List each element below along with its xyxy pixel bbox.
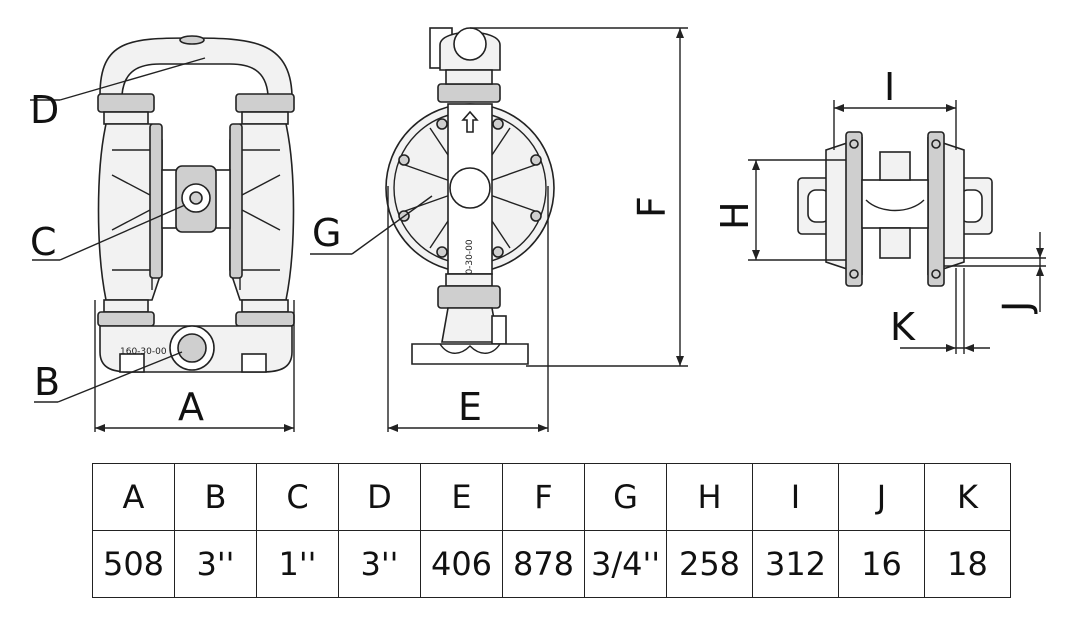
callout-g: G: [312, 211, 341, 255]
spec-header-i: I: [752, 463, 839, 531]
spec-header-k: K: [924, 463, 1011, 531]
technical-drawing: 160-30-00 A D C B: [30, 27, 1046, 432]
spec-header-j: J: [838, 463, 925, 531]
top-view: I H J K: [713, 65, 1046, 354]
dimension-label-i: I: [884, 65, 895, 109]
spec-value-j: 16: [838, 530, 925, 598]
spec-value-a: 508: [92, 530, 175, 598]
callout-c: C: [30, 220, 57, 264]
spec-header-g: G: [584, 463, 667, 531]
spec-value-i: 312: [752, 530, 839, 598]
dimension-label-f: F: [630, 196, 674, 218]
spec-value-d: 3'': [338, 530, 421, 598]
spec-value-f: 878: [502, 530, 585, 598]
spec-header-row: A B C D E F G H I J K: [92, 463, 1011, 531]
spec-value-k: 18: [924, 530, 1011, 598]
spec-header-d: D: [338, 463, 421, 531]
spec-header-a: A: [92, 463, 175, 531]
callout-b: B: [34, 360, 60, 404]
dimension-label-j: J: [995, 301, 1039, 314]
front-inlet-marking: 160-30-00: [120, 347, 167, 357]
spec-value-h: 258: [666, 530, 753, 598]
side-view: 230-30-00 F E G: [310, 27, 688, 432]
spec-value-b: 3'': [174, 530, 257, 598]
dimension-label-e: E: [458, 385, 482, 429]
spec-header-c: C: [256, 463, 339, 531]
spec-header-b: B: [174, 463, 257, 531]
bolt-circle: [398, 118, 542, 258]
dimension-label-h: H: [713, 201, 757, 230]
spec-value-g: 3/4'': [584, 530, 667, 598]
spec-header-f: F: [502, 463, 585, 531]
spec-table: A B C D E F G H I J K 508 3'' 1'' 3'' 40…: [92, 463, 1011, 598]
spec-value-c: 1'': [256, 530, 339, 598]
dimension-label-a: A: [178, 385, 204, 429]
side-body-marking: 230-30-00: [465, 239, 475, 286]
callout-d: D: [30, 88, 59, 132]
spec-header-e: E: [420, 463, 503, 531]
spec-header-h: H: [666, 463, 753, 531]
spec-value-row: 508 3'' 1'' 3'' 406 878 3/4'' 258 312 16…: [92, 530, 1011, 598]
spec-value-e: 406: [420, 530, 503, 598]
front-view: 160-30-00 A D C B: [30, 35, 295, 432]
dimension-label-k: K: [890, 305, 916, 349]
